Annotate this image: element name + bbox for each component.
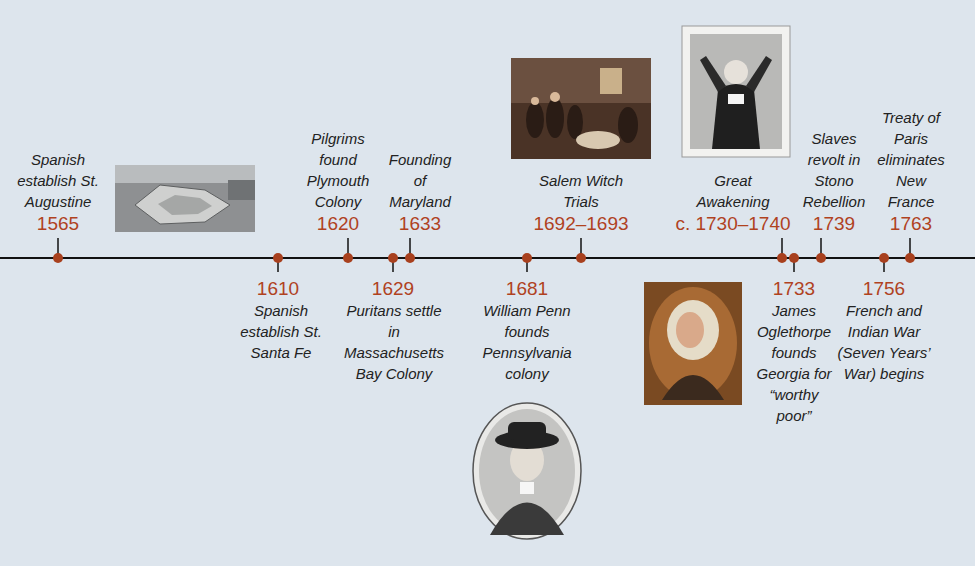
fort-photo xyxy=(115,165,255,232)
event-description: Puritans settle in Massachusetts Bay Col… xyxy=(339,300,449,384)
face xyxy=(550,92,560,102)
figure xyxy=(526,102,544,138)
event-dot xyxy=(273,253,283,263)
timeline-axis xyxy=(0,257,975,259)
event-date: 1763 xyxy=(881,213,941,235)
figure xyxy=(618,107,638,143)
event-description: Spanish establish St. Santa Fe xyxy=(233,300,329,363)
event-date: 1620 xyxy=(308,213,368,235)
event-dot xyxy=(576,253,586,263)
oglethorpe-portrait xyxy=(644,282,742,405)
preacher-engraving xyxy=(682,26,790,157)
event-dot xyxy=(816,253,826,263)
penn-cravat xyxy=(520,482,534,494)
photo-ground xyxy=(115,165,255,232)
event-date: 1610 xyxy=(243,278,313,300)
portrait-ground xyxy=(644,282,742,405)
penn-engraving xyxy=(473,403,581,539)
event-dot xyxy=(405,253,415,263)
event-date: 1565 xyxy=(23,213,93,235)
event-dot xyxy=(777,253,787,263)
photo-shore xyxy=(228,180,255,200)
face xyxy=(531,97,539,105)
event-description: Slaves revolt in Stono Rebellion xyxy=(797,128,871,212)
fort-court xyxy=(158,195,212,215)
engraving-ground xyxy=(682,26,790,157)
figure xyxy=(567,105,583,139)
event-dots xyxy=(53,253,915,263)
portrait-face xyxy=(676,312,704,348)
event-dot xyxy=(879,253,889,263)
preacher-robe xyxy=(712,84,760,149)
event-dot xyxy=(53,253,63,263)
fort-walls xyxy=(135,185,230,224)
event-description: Spanish establish St. Augustine xyxy=(12,149,104,212)
event-date: c. 1730–1740 xyxy=(668,213,798,235)
event-date: 1692–1693 xyxy=(526,213,636,235)
event-dot xyxy=(789,253,799,263)
event-date: 1756 xyxy=(854,278,914,300)
portrait-wig xyxy=(667,300,719,360)
event-description: Great Awakening xyxy=(683,170,783,212)
event-date: 1681 xyxy=(492,278,562,300)
portrait-coat xyxy=(662,375,724,400)
engraving-plate xyxy=(690,34,782,149)
penn-hat-crown xyxy=(508,422,546,440)
event-description: Pilgrims found Plymouth Colony xyxy=(302,128,374,212)
preacher-bands xyxy=(728,94,744,104)
event-dot xyxy=(343,253,353,263)
event-date: 1633 xyxy=(390,213,450,235)
portrait-oval xyxy=(649,287,737,399)
salem-painting xyxy=(511,58,651,159)
event-dot xyxy=(388,253,398,263)
event-dot xyxy=(522,253,532,263)
event-description: William Penn founds Pennsylvania colony xyxy=(475,300,579,384)
event-date: 1739 xyxy=(804,213,864,235)
event-date: 1733 xyxy=(764,278,824,300)
event-description: French and Indian War (Seven Years’ War)… xyxy=(834,300,934,384)
engraving-oval xyxy=(473,403,581,539)
event-description: Founding of Maryland xyxy=(382,149,458,212)
painting-ground xyxy=(511,58,651,159)
figure xyxy=(546,98,564,138)
preacher-arm xyxy=(746,56,772,92)
painting-wall xyxy=(511,58,651,103)
event-description: James Oglethorpe founds Georgia for “wor… xyxy=(754,300,834,426)
fallen-figure xyxy=(576,131,620,149)
tick-marks xyxy=(58,238,910,272)
event-date: 1629 xyxy=(363,278,423,300)
event-description: Salem Witch Trials xyxy=(536,170,626,212)
event-dot xyxy=(905,253,915,263)
painting-window xyxy=(600,68,622,94)
preacher-arm xyxy=(700,56,726,92)
penn-coat xyxy=(490,503,564,536)
preacher-head xyxy=(724,60,748,84)
event-description: Treaty of Paris eliminates New France xyxy=(875,107,947,212)
